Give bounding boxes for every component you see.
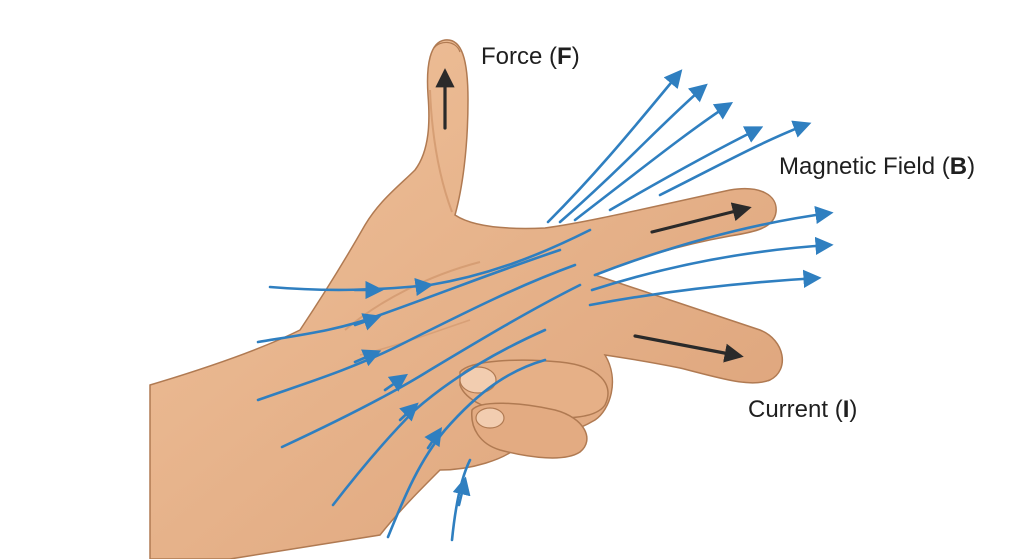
field-line	[590, 236, 834, 292]
field-line	[386, 358, 547, 539]
field-line	[268, 228, 592, 296]
thumb-nail	[433, 41, 461, 53]
pinky-fingernail	[475, 407, 505, 429]
direction-arrows	[435, 68, 752, 363]
field-arrow	[650, 202, 752, 234]
field-line-arrow	[424, 426, 443, 450]
field-line	[546, 69, 683, 224]
force-label: Force (F)	[481, 43, 580, 70]
ring-fingernail	[459, 366, 497, 394]
field-line	[558, 83, 708, 224]
field-line	[588, 269, 822, 307]
field-line-arrow	[452, 476, 471, 507]
field-line	[593, 205, 834, 277]
field-line	[256, 263, 577, 402]
hand-illustration	[149, 39, 784, 559]
magnetic-field-lines	[256, 69, 834, 542]
field-line-arrow	[353, 349, 382, 367]
field-line-arrow	[398, 402, 419, 422]
thumb-shading	[429, 89, 453, 213]
current-label: Current (I)	[748, 396, 858, 423]
palm-crease	[344, 261, 481, 331]
palm-and-wrist	[149, 39, 784, 559]
current-arrow	[633, 334, 744, 363]
field-line	[573, 102, 734, 222]
field-line-arrow	[383, 373, 408, 392]
field-line	[608, 126, 764, 212]
field-line	[280, 283, 582, 449]
magnetic-field-label: Magnetic Field (B)	[779, 153, 976, 180]
field-line	[658, 120, 812, 197]
field-line-arrow	[353, 313, 382, 331]
